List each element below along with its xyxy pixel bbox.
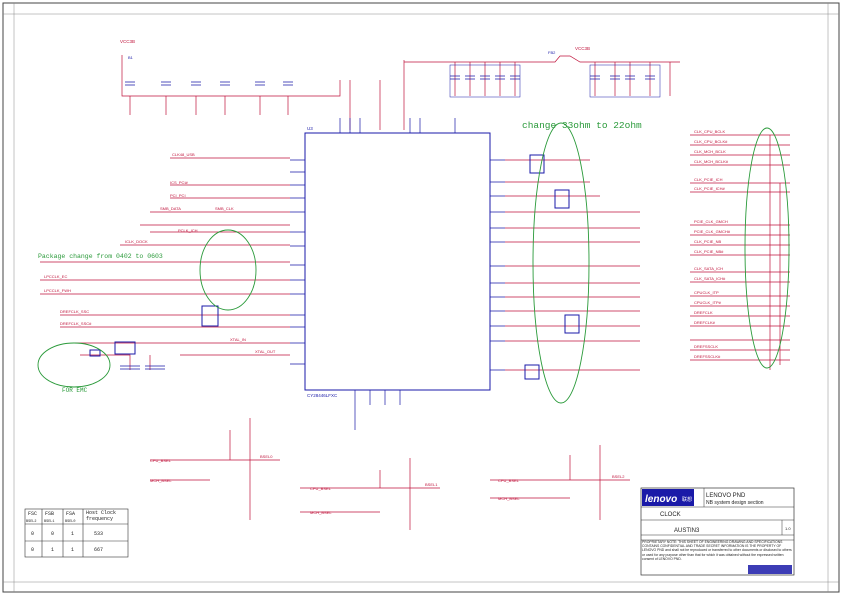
- signal-mch-bclk-n: CLK_MCH_BCLK#: [694, 159, 729, 164]
- freq-row1-fsa: 1: [71, 531, 74, 537]
- ferrite-left-label: B1: [128, 55, 134, 60]
- net-mch-bsel-2: MCH_BSEL: [310, 510, 332, 515]
- signal-pcie-nb: CLK_PCIE_NB: [694, 239, 721, 244]
- proprietary-note: PROPRIETARY NOTE: THIS SHEET OF ENGINEER…: [642, 540, 792, 561]
- signal-ics-pci: ICS_PCI#: [170, 180, 189, 185]
- signal-drefclk-ssc: DREFCLK_SSC: [60, 309, 89, 314]
- bsel-circuits: CPU_BSEL MCH_BSEL BSEL0 CPU_BSEL MCH_BSE…: [150, 418, 630, 530]
- logo-brand: lenovo: [645, 494, 677, 505]
- signal-cpu-bclk: CLK_CPU_BCLK: [694, 129, 725, 134]
- signal-lpcclk-ec: LPCCLK_EC: [44, 274, 67, 279]
- freq-header-fsa: FSA: [66, 511, 75, 517]
- left-signal-wiring: [40, 157, 290, 370]
- freq-header-fsb: FSB: [45, 511, 54, 517]
- left-signal-labels: CLK48_USB ICS_PCI# PCI_PCI SMB_DATA SMB_…: [44, 152, 276, 354]
- signal-cpu-bclk-n: CLK_CPU_BCLK#: [694, 139, 728, 144]
- signal-smb-clk: SMB_CLK: [215, 206, 234, 211]
- net-bsel1: BSEL1: [425, 482, 438, 487]
- signal-pcie-gmch: PCIE_CLK_GMCH: [694, 219, 728, 224]
- signal-clk48-usb: CLK48_USB: [172, 152, 195, 157]
- freq-row2-freq: 667: [94, 547, 103, 553]
- lenovo-logo: [642, 489, 694, 506]
- title-block: lenovo 联想 LENOVO PND NB system design se…: [640, 487, 795, 576]
- chip-body: [304, 132, 491, 391]
- company-name: LENOVO PND: [706, 493, 746, 499]
- change-note: change 33ohm to 22ohm: [522, 120, 642, 131]
- freq-row2-fsa: 1: [71, 547, 74, 553]
- logo-brand-cn: 联想: [682, 496, 692, 503]
- top-power-rail: VCC3B VCC3B B1 FB2: [120, 39, 680, 130]
- decoupling-capacitors: [125, 64, 661, 98]
- project-name: AUSTIN3: [674, 528, 700, 534]
- net-cpu-bsel-2: CPU_BSEL: [310, 486, 332, 491]
- net-mch-bsel-1: MCH_BSEL: [150, 478, 172, 483]
- freq-row1-fsc: 0: [31, 531, 34, 537]
- signal-xtal-in: XTAL_IN: [230, 337, 246, 342]
- signal-sata-ich: CLK_SATA_ICH: [694, 266, 723, 271]
- signal-pci-pci: PCI_PCI: [170, 193, 186, 198]
- freq-sub-bsel2: BSEL2: [26, 520, 37, 524]
- rev-value: 1.0: [785, 526, 791, 531]
- change-ellipse-left: [532, 122, 590, 404]
- signal-lpcclk-fwh: LPCCLK_FWH: [44, 288, 71, 293]
- net-cpu-bsel-3: CPU_BSEL: [498, 478, 520, 483]
- freq-sub-bsel0: BSEL0: [65, 520, 76, 524]
- signal-pcie-gmch-n: PCIE_CLK_GMCH#: [694, 229, 731, 234]
- signal-drefssclk-n: DREFSSCLK#: [694, 354, 721, 359]
- package-note: Package change from 0402 to 0603: [38, 253, 163, 260]
- signal-pcie-ich-n: CLK_PCIE_ICH#: [694, 186, 725, 191]
- chip-part-number: CY28446LFXC: [307, 393, 338, 398]
- right-signal-labels: CLK_CPU_BCLK CLK_CPU_BCLK# CLK_MCH_BCLK …: [694, 129, 731, 359]
- ferrite-right-label: FB2: [548, 50, 556, 55]
- signal-pclk-ich: PCLK_ICH: [178, 228, 198, 233]
- freq-row1-freq: 533: [94, 531, 103, 537]
- signal-pcie-nb-n: CLK_PCIE_NB#: [694, 249, 724, 254]
- signal-smb-data: SMB_DATA: [160, 206, 181, 211]
- signal-drefclk: DREFCLK: [694, 310, 713, 315]
- signal-sata-ich-n: CLK_SATA_ICH#: [694, 276, 726, 281]
- frequency-table: FSC FSB FSA Host Clock frequency BSEL2 B…: [24, 508, 129, 558]
- emc-ellipse: [37, 342, 111, 388]
- freq-row1-fsb: 0: [51, 531, 54, 537]
- crystal-oscillator: [89, 305, 219, 370]
- net-cpu-bsel-1: CPU_BSEL: [150, 458, 172, 463]
- signal-mch-bclk: CLK_MCH_BCLK: [694, 149, 726, 154]
- change-ellipse-right: [744, 127, 790, 369]
- clock-generator-chip: CY28446LFXC U3: [290, 118, 505, 430]
- net-bsel0: BSEL0: [260, 454, 273, 459]
- vcc3b-label: VCC3B: [120, 39, 135, 44]
- signal-iclk-dock: ICLK_DOCK: [125, 239, 148, 244]
- freq-header-fsc: FSC: [28, 511, 37, 517]
- sheet-title: CLOCK: [660, 512, 681, 518]
- net-bsel2: BSEL2: [612, 474, 625, 479]
- net-mch-bsel-3: MCH_BSEL: [498, 496, 520, 501]
- freq-sub-bsel1: BSEL1: [44, 520, 55, 524]
- signal-drefssclk: DREFSSCLK: [694, 344, 718, 349]
- right-signal-wiring: [505, 134, 790, 380]
- signal-xtal-out: XTAL_OUT: [255, 349, 276, 354]
- freq-row2-fsb: 1: [51, 547, 54, 553]
- chip-ref: U3: [307, 126, 313, 131]
- signal-cpuclk-itp: CPUCLK_ITP: [694, 290, 719, 295]
- freq-header-host: Host Clock frequency: [86, 510, 117, 522]
- vcc3b-alt-label: VCC3B: [575, 46, 590, 51]
- package-ellipse: [199, 229, 257, 311]
- signal-pcie-ich: CLK_PCIE_ICH: [694, 177, 723, 182]
- emc-note: FOR EMC: [62, 387, 88, 394]
- signal-cpuclk-itp-n: CPUCLK_ITP#: [694, 300, 722, 305]
- department-name: NB system design section: [706, 500, 764, 506]
- freq-row2-fsc: 0: [31, 547, 34, 553]
- signal-drefclk-ssc-n: DREFCLK_SSC#: [60, 321, 92, 326]
- signal-drefclk-n: DREFCLK#: [694, 320, 716, 325]
